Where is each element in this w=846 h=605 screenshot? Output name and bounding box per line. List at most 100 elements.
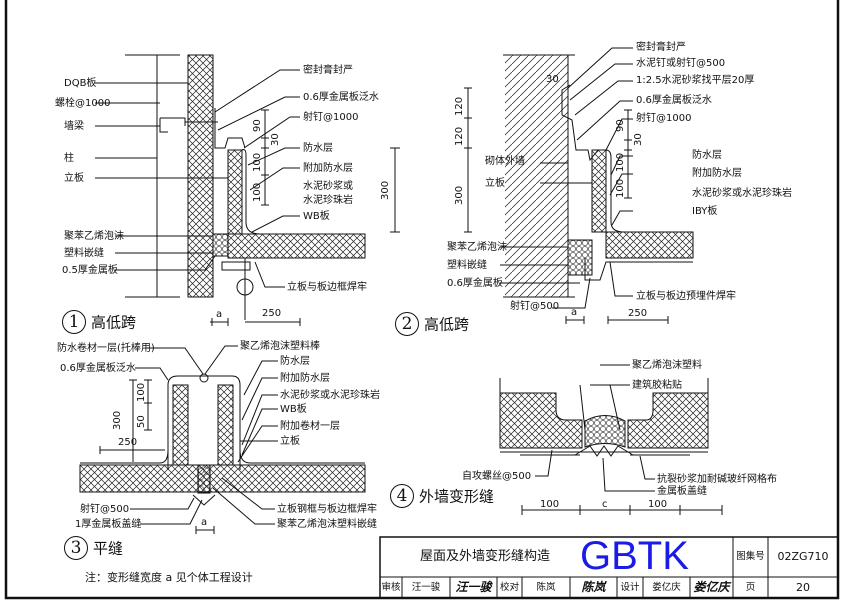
- watermark: GBTK: [580, 534, 689, 578]
- d4-caption: 4 外墙变形缝: [390, 484, 494, 508]
- d1-label-dqb: DQB板: [64, 78, 97, 89]
- d3-label-waterproof: 防水层: [280, 356, 310, 367]
- d2-label-caulk: 塑料嵌缝: [447, 260, 487, 271]
- d2-number: 2: [395, 312, 419, 336]
- sheet-title: 屋面及外墙变形缝构造: [420, 549, 551, 564]
- d1-number: 1: [62, 310, 86, 334]
- d2-dim-300: 300: [454, 185, 465, 205]
- d2-caption: 2 高低跨: [395, 312, 469, 336]
- d3-label-eps: 聚苯乙烯泡沫塑料嵌缝: [277, 519, 377, 530]
- designer: 娄亿庆: [652, 582, 681, 593]
- detail-2-linework: [464, 47, 694, 324]
- d3-dim-a: a: [201, 517, 208, 528]
- d2-label-nail1000: 射钉@1000: [636, 113, 692, 124]
- d2-title: 高低跨: [424, 315, 470, 334]
- d2-dim-30b: 30: [633, 133, 644, 146]
- d3-label-wb: WB板: [280, 404, 307, 415]
- checker-signature: 陈岚: [581, 580, 606, 594]
- d2-label-flashing: 0.6厚金属板泛水: [636, 95, 712, 106]
- d1-label-metal: 0.5厚金属板: [62, 265, 118, 276]
- d2-label-masonry: 砌体外墙: [485, 156, 525, 167]
- d4-title: 外墙变形缝: [419, 487, 495, 506]
- d3-number: 3: [64, 536, 88, 560]
- designer-signature: 娄亿庆: [693, 580, 730, 594]
- d3-caption: 3 平缝: [64, 536, 123, 560]
- d3-label-flashing: 0.6厚金属板泛水: [60, 363, 136, 374]
- d2-dim-120b: 120: [454, 126, 465, 146]
- d4-label-cover: 金属板盖缝: [657, 486, 707, 497]
- d2-dim-100b: 100: [615, 178, 626, 198]
- d1-label-waterproof: 防水层: [303, 143, 333, 154]
- d1-label-sealant: 密封膏封严: [303, 65, 353, 76]
- d1-title: 高低跨: [91, 313, 137, 332]
- reviewer: 汪一骏: [411, 582, 441, 593]
- d2-dim-90: 90: [615, 119, 626, 132]
- d1-label-wall-beam: 墙梁: [64, 121, 84, 132]
- d3-label-pe-rod: 聚乙烯泡沫塑料棒: [240, 341, 320, 352]
- d1-dim-100a: 100: [252, 152, 263, 172]
- d2-label-sealant: 密封膏封严: [636, 42, 686, 53]
- d4-label-adhesive: 建筑胶粘贴: [632, 380, 682, 391]
- page-label: 页: [745, 582, 756, 593]
- d2-label-mortar: 水泥砂浆或水泥珍珠岩: [692, 188, 792, 199]
- d1-label-flashing: 0.6厚金属板泛水: [303, 92, 379, 103]
- d1-label-nail: 射钉@1000: [303, 112, 359, 123]
- d1-label-extra-waterproof: 附加防水层: [303, 163, 353, 174]
- d2-label-upstand: 立板: [485, 178, 505, 189]
- d1-label-eps: 聚苯乙烯泡沫: [64, 231, 124, 242]
- d1-dim-30: 30: [270, 133, 281, 146]
- d2-label-extra-waterproof: 附加防水层: [692, 168, 742, 179]
- d3-dim-100: 100: [136, 382, 147, 402]
- reviewer-signature: 汪一骏: [455, 580, 492, 594]
- d1-label-caulk: 塑料嵌缝: [64, 248, 104, 259]
- d3-label-nail: 射钉@500: [80, 504, 130, 515]
- d4-number: 4: [390, 484, 414, 508]
- check-label: 校对: [499, 582, 519, 593]
- d3-dim-250: 250: [118, 437, 138, 448]
- d3-label-weld: 立板钢框与板边框焊牢: [277, 504, 377, 515]
- d4-dim-100a: 100: [540, 499, 560, 510]
- d2-label-waterproof: 防水层: [692, 150, 722, 161]
- d2-label-screed: 1:2.5水泥砂浆找平层20厚: [636, 75, 755, 86]
- d2-label-nail500b: 射钉@500: [510, 301, 560, 312]
- sheet-note: 注：变形缝宽度 a 见个体工程设计: [85, 571, 253, 584]
- d1-label-column: 柱: [64, 153, 74, 164]
- d2-dim-100a: 100: [615, 152, 626, 172]
- d1-dim-300: 300: [380, 180, 391, 200]
- checker: 陈岚: [536, 582, 556, 593]
- detail-3-linework: [79, 345, 366, 534]
- d3-dim-50: 50: [136, 415, 147, 428]
- design-label: 设计: [620, 582, 640, 593]
- d3-label-mortar: 水泥砂浆或水泥珍珠岩: [280, 390, 380, 401]
- page-number: 20: [796, 581, 810, 594]
- title-block: [379, 536, 839, 599]
- d3-title: 平缝: [93, 539, 124, 558]
- d1-dim-100b: 100: [252, 182, 263, 202]
- d4-label-screw: 自攻螺丝@500: [462, 471, 532, 482]
- d2-label-iby: IBY板: [692, 206, 718, 217]
- d3-label-upstand: 立板: [280, 436, 300, 447]
- d1-label-weld: 立板与板边框焊牢: [287, 282, 367, 293]
- d4-dim-c: c: [602, 499, 608, 510]
- d1-label-upstand: 立板: [64, 173, 84, 184]
- d2-dim-30: 30: [546, 74, 559, 85]
- d2-dim-a: a: [571, 307, 578, 318]
- review-label: 审核: [381, 582, 401, 593]
- d3-label-extra-waterproof: 附加防水层: [280, 373, 330, 384]
- d1-label-mortar: 水泥砂浆或: [303, 181, 353, 192]
- d2-label-weld: 立板与板边预埋件焊牢: [636, 291, 736, 302]
- atlas-label: 图集号: [736, 551, 765, 562]
- d4-label-pe-foam: 聚乙烯泡沫塑料: [632, 360, 702, 371]
- d4-dim-100b: 100: [648, 499, 668, 510]
- d2-dim-120a: 120: [454, 96, 465, 116]
- d1-label-wb: WB板: [303, 211, 330, 222]
- d3-dim-300: 300: [112, 410, 123, 430]
- detail-1-linework: [95, 54, 400, 326]
- d3-label-cover: 1厚金属板盖缝: [75, 519, 142, 530]
- atlas-number: 02ZG710: [777, 550, 829, 563]
- d1-dim-a: a: [216, 309, 223, 320]
- d3-label-extra-membrane: 附加卷材一层: [280, 421, 340, 432]
- d2-label-nail500: 水泥钉或射钉@500: [636, 58, 726, 69]
